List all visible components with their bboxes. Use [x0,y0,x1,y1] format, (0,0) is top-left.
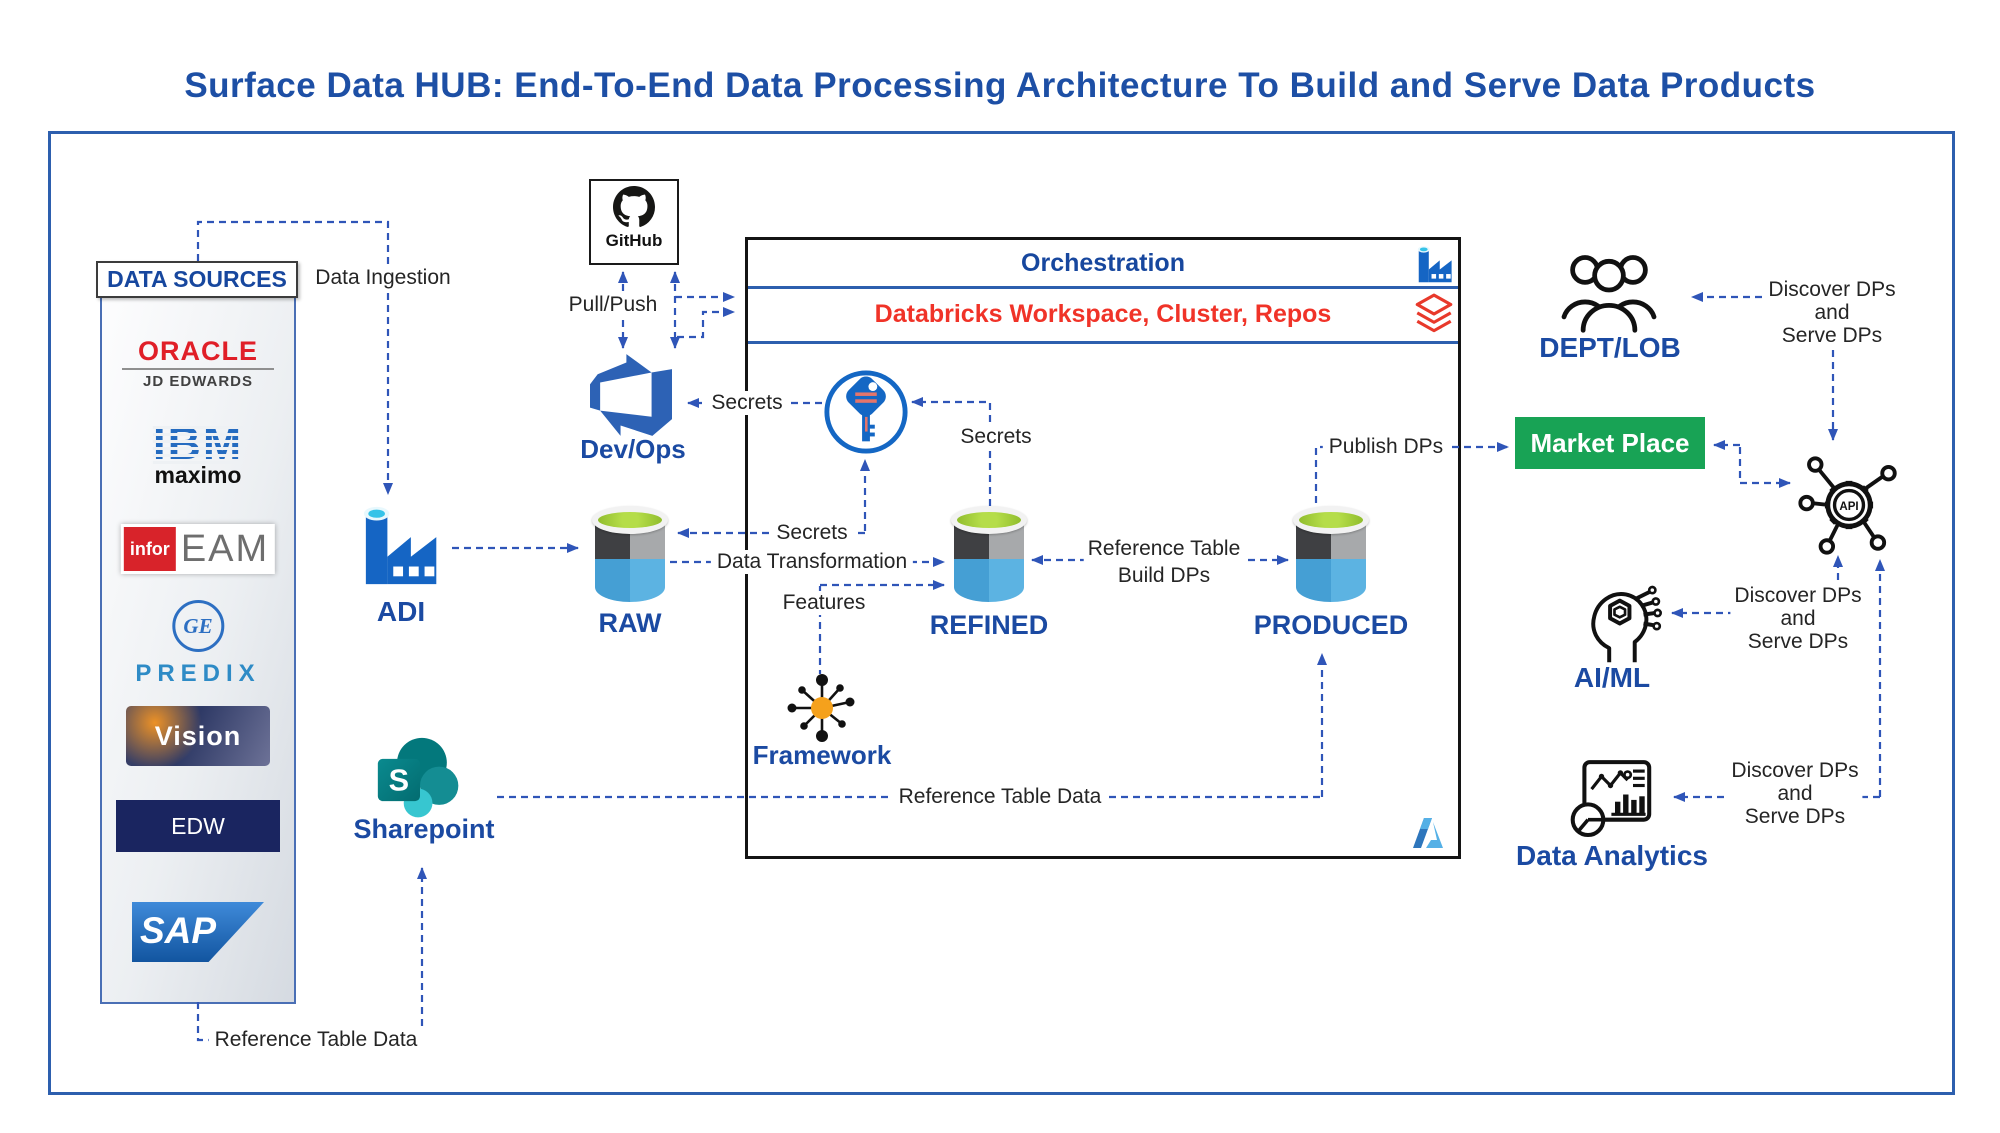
discover-line1: Discover DPs [1731,759,1859,782]
databricks-label: Databricks Workspace, Cluster, Repos [874,300,1332,328]
factory-icon [1417,246,1452,283]
sharepoint-monogram: S [389,764,409,798]
reference-table-build-dps-label: Reference Table Build DPs [1083,535,1245,589]
discover-line1: Discover DPs [1768,278,1896,301]
oracle-rule [122,368,274,370]
api-icon: API [1798,456,1897,555]
github-label: GitHub [605,231,663,250]
publish-dps-label: Publish DPs [1322,435,1450,459]
discover-line1: Discover DPs [1734,584,1862,607]
reference-table-data-label-mid: Reference Table Data [892,785,1108,809]
reference-table-data-label-bottom: Reference Table Data [208,1028,424,1052]
refined-store-icon [951,506,1027,602]
discover-line3: Serve DPs [1744,805,1846,828]
discover-line3: Serve DPs [1781,324,1883,347]
infor-badge: infor [123,527,176,571]
pull-push-label: Pull/Push [562,293,664,317]
data-analytics-icon [1570,760,1652,838]
vision-wordmark: Vision [126,706,270,766]
databricks-row: Databricks Workspace, Cluster, Repos [748,286,1458,344]
data-analytics-label: Data Analytics [1516,840,1708,871]
logo-vision: Vision [126,706,270,766]
discover-line2: and [1814,301,1850,324]
eam-wordmark: EAM [180,527,270,570]
sharepoint-icon: S [377,737,459,818]
ge-monogram: GE [171,600,224,652]
sap-wordmark: SAP [132,902,264,962]
dept-lob-label: DEPT/LOB [1539,332,1681,363]
discover-line3: Serve DPs [1747,630,1849,653]
azure-icon [1413,818,1443,848]
raw-store-icon [592,506,668,602]
databricks-icon [1415,293,1453,333]
discover-line2: and [1780,607,1816,630]
ai-ml-label: AI/ML [1573,662,1651,693]
refined-label: REFINED [929,610,1049,640]
produced-store-icon [1293,506,1369,602]
logo-sap: SAP [132,902,264,962]
predix-wordmark: PREDIX [135,660,261,687]
data-ingestion-label: Data Ingestion [309,266,457,290]
data-sources-header: DATA SOURCES [96,261,298,298]
diagram-frame [48,131,1955,1095]
logo-ibm-maximo: IBM maximo [152,417,244,489]
devops-icon [590,354,672,436]
logo-infor-eam: infor EAM [120,524,276,574]
raw-label: RAW [598,608,662,638]
reference-table-line: Reference Table [1087,537,1241,560]
edw-wordmark: EDW [116,800,280,852]
orchestration-title: Orchestration [1021,249,1185,277]
github-icon [613,186,655,227]
market-place-node: Market Place [1515,417,1705,469]
ai-ml-icon [1591,585,1662,663]
oracle-wordmark: ORACLE [138,336,258,366]
logo-oracle-jdedwards: ORACLE JD EDWARDS [122,336,274,390]
page-title: Surface Data HUB: End-To-End Data Proces… [184,66,1816,105]
ibm-wordmark: IBM [152,417,244,469]
adi-factory-icon [363,506,437,585]
adi-label: ADI [376,596,426,627]
data-transformation-label: Data Transformation [710,550,914,574]
logo-edw: EDW [116,800,280,852]
features-label: Features [776,591,872,615]
dept-lob-icon [1561,255,1657,333]
github-node: GitHub [589,179,679,265]
discover-serve-label-aiml: Discover DPs and Serve DPs [1730,584,1866,653]
sharepoint-label: Sharepoint [353,814,495,844]
discover-serve-label-analytics: Discover DPs and Serve DPs [1727,759,1863,828]
data-sources-panel: ORACLE JD EDWARDS IBM maximo infor EAM G… [100,294,296,1004]
secrets-label-devops: Secrets [705,391,789,415]
key-vault-icon [824,370,908,454]
discover-line2: and [1777,782,1813,805]
framework-icon [787,674,855,742]
secrets-label-refined: Secrets [954,425,1038,449]
devops-label: Dev/Ops [580,434,686,464]
framework-label: Framework [752,740,892,770]
logo-ge-predix: GE PREDIX [135,600,260,688]
build-dps-line: Build DPs [1117,564,1211,587]
api-label: API [1839,501,1858,513]
secrets-label-raw: Secrets [770,521,854,545]
discover-serve-label-dept: Discover DPs and Serve DPs [1764,278,1900,347]
produced-label: PRODUCED [1253,610,1409,640]
jd-edwards-wordmark: JD EDWARDS [142,373,253,390]
